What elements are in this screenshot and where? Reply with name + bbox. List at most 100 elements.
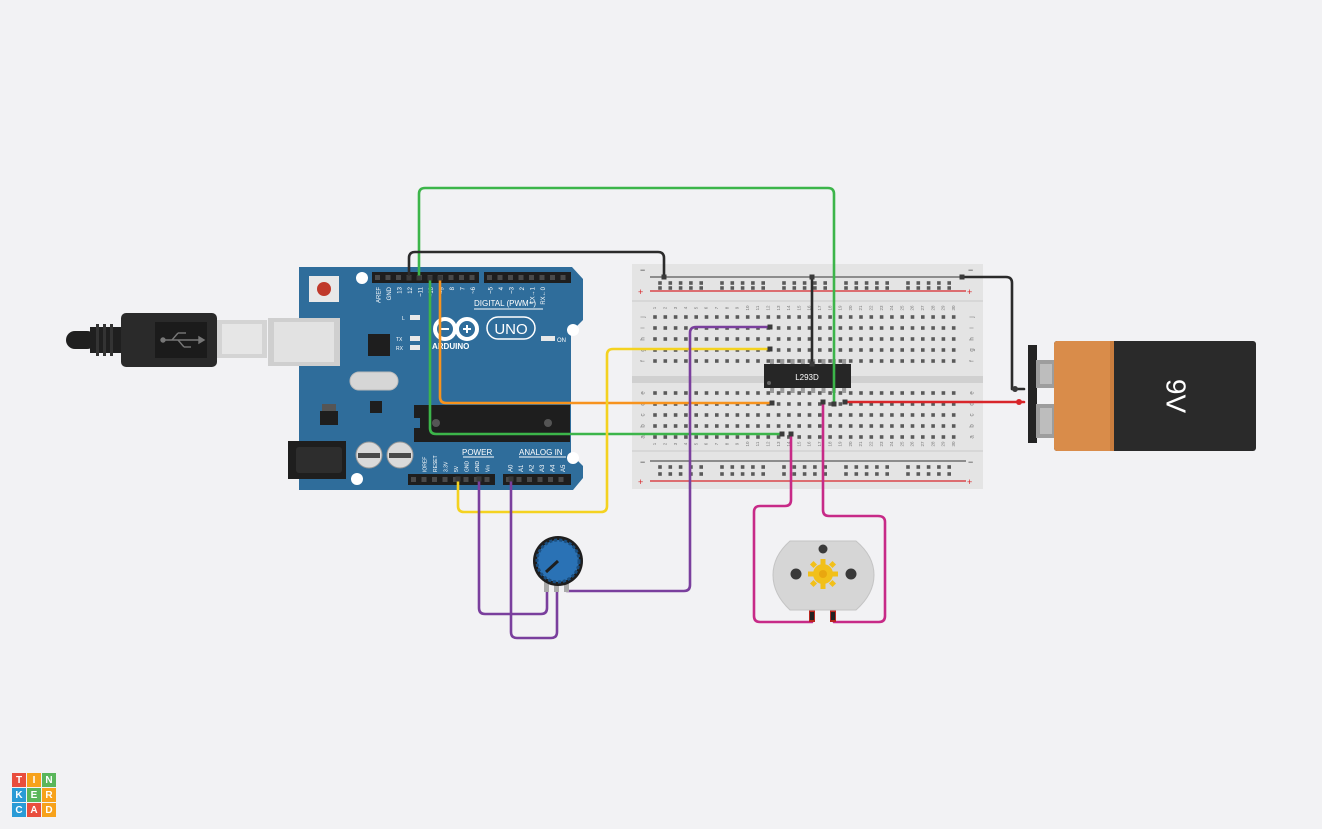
breadboard-hole[interactable] [900,402,904,406]
breadboard-hole[interactable] [931,413,935,417]
rail-hole[interactable] [926,472,931,476]
breadboard-hole[interactable] [921,326,925,330]
rail-hole[interactable] [802,281,807,285]
breadboard-hole[interactable] [704,413,709,417]
header-pin-hole[interactable] [463,477,469,482]
breadboard-hole[interactable] [941,315,946,319]
rail-hole[interactable] [720,465,724,469]
breadboard-hole[interactable] [766,435,771,439]
breadboard-hole[interactable] [931,435,935,439]
breadboard-hole[interactable] [921,359,925,363]
breadboard-hole[interactable] [694,359,698,363]
breadboard-hole[interactable] [921,402,925,406]
breadboard-hole[interactable] [900,435,904,439]
breadboard-hole[interactable] [684,391,688,395]
breadboard-hole[interactable] [673,326,678,330]
breadboard-hole[interactable] [797,413,801,417]
breadboard-hole[interactable] [879,391,884,395]
wire-endpoint[interactable] [437,275,443,281]
wire-magenta[interactable] [821,400,887,624]
rail-hole[interactable] [689,286,693,290]
breadboard-hole[interactable] [776,326,781,330]
breadboard-hole[interactable] [725,435,729,439]
wire-black[interactable] [960,275,1026,391]
rail-hole[interactable] [823,465,827,469]
header-pin-hole[interactable] [539,275,545,280]
breadboard-hole[interactable] [838,391,843,395]
breadboard-hole[interactable] [684,337,688,341]
breadboard-hole[interactable] [735,435,740,439]
breadboard-hole[interactable] [715,424,719,428]
rail-hole[interactable] [947,281,951,285]
rail-hole[interactable] [699,286,703,290]
breadboard-hole[interactable] [684,326,688,330]
breadboard-hole[interactable] [931,348,935,352]
l293d-chip[interactable]: L293D [764,359,851,393]
breadboard-hole[interactable] [818,359,822,363]
arduino-uno-board[interactable]: ON L TX RX UNO ARDUINO DIGITAL (PWM~) PO… [268,267,583,490]
breadboard-hole[interactable] [869,413,874,417]
breadboard-hole[interactable] [715,337,719,341]
breadboard-hole[interactable] [663,413,668,417]
wire-endpoint[interactable] [820,399,826,405]
breadboard-hole[interactable] [910,348,915,352]
breadboard-hole[interactable] [694,435,698,439]
wire-magenta[interactable] [752,432,814,624]
rail-hole[interactable] [813,281,817,285]
breadboard-hole[interactable] [848,402,853,406]
header-pin-hole[interactable] [537,477,543,482]
rail-hole[interactable] [740,286,745,290]
breadboard-hole[interactable] [828,424,832,428]
rail-hole[interactable] [761,472,765,476]
rail-hole[interactable] [823,472,827,476]
breadboard-hole[interactable] [653,359,657,363]
breadboard-hole[interactable] [879,424,884,428]
breadboard-hole[interactable] [910,391,915,395]
rail-hole[interactable] [740,281,745,285]
rail-hole[interactable] [854,286,859,290]
breadboard-hole[interactable] [766,413,771,417]
breadboard-hole[interactable] [838,359,843,363]
breadboard-hole[interactable] [879,359,884,363]
wire-endpoint[interactable] [455,476,461,482]
breadboard-hole[interactable] [828,315,832,319]
rail-hole[interactable] [864,286,869,290]
breadboard-hole[interactable] [807,348,812,352]
breadboard-hole[interactable] [879,435,884,439]
rail-hole[interactable] [854,472,859,476]
breadboard-hole[interactable] [797,435,801,439]
breadboard-hole[interactable] [931,359,935,363]
rail-hole[interactable] [947,472,951,476]
header-pin-hole[interactable] [518,275,524,280]
breadboard-hole[interactable] [807,326,812,330]
breadboard-hole[interactable] [941,402,946,406]
breadboard-hole[interactable] [694,424,698,428]
breadboard-hole[interactable] [931,315,935,319]
breadboard-hole[interactable] [931,424,935,428]
breadboard-hole[interactable] [848,359,853,363]
wire-endpoint[interactable] [767,346,773,352]
rail-hole[interactable] [678,472,683,476]
rail-hole[interactable] [730,281,735,285]
breadboard-hole[interactable] [828,402,832,406]
breadboard-hole[interactable] [941,424,946,428]
rail-hole[interactable] [720,472,724,476]
breadboard-hole[interactable] [745,391,750,395]
breadboard-hole[interactable] [910,413,915,417]
rail-hole[interactable] [668,281,673,285]
rail-hole[interactable] [947,286,951,290]
breadboard-hole[interactable] [756,315,760,319]
breadboard-hole[interactable] [766,359,771,363]
breadboard-hole[interactable] [921,424,925,428]
header-pin-hole[interactable] [560,275,566,280]
wire-endpoint[interactable] [809,361,815,367]
breadboard-hole[interactable] [715,391,719,395]
header-pin-hole[interactable] [411,477,416,482]
rail-hole[interactable] [740,472,745,476]
breadboard-hole[interactable] [673,413,678,417]
breadboard-hole[interactable] [653,315,657,319]
breadboard-hole[interactable] [797,348,801,352]
rail-hole[interactable] [658,465,662,469]
rail-hole[interactable] [792,472,797,476]
